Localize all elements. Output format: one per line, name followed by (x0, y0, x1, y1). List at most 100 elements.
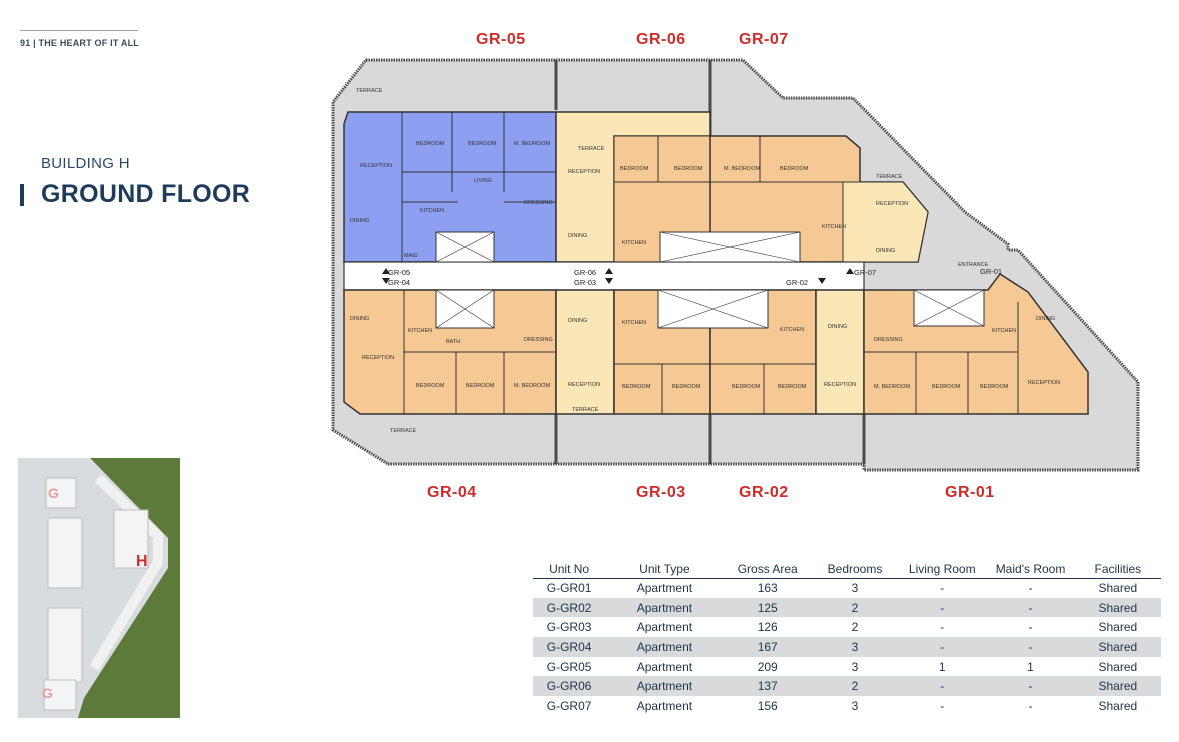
plan-label-maid: MAID (404, 253, 418, 259)
plan-label-m-bedroom: M. BEDROOM (724, 166, 760, 172)
corridor-marker-gr06: GR-06 (574, 268, 596, 277)
unit-tag-gr02: GR-02 (739, 484, 789, 501)
plan-label-bedroom: BEDROOM (468, 141, 497, 147)
site-key-map: H G G (18, 458, 180, 718)
table-cell: Apartment (605, 676, 724, 697)
corridor-marker-gr03: GR-03 (574, 278, 596, 287)
table-cell: G-GR04 (533, 637, 606, 657)
corridor-arrows (382, 268, 854, 284)
plan-label-m-bedroom: M. BEDROOM (514, 141, 550, 147)
unit-gr07-living (842, 181, 929, 263)
plan-label-kitchen: KITCHEN (822, 224, 846, 230)
table-row: G-GR01 Apartment 163 3 - - Shared (533, 578, 1161, 598)
plan-label-dining: DINING (876, 248, 895, 254)
unit-tag-gr07: GR-07 (739, 31, 789, 48)
table-cell: - (898, 597, 987, 618)
table-cell: 2 (851, 620, 859, 635)
table-cell: Shared (1098, 698, 1138, 713)
title-accent-bar (20, 184, 24, 206)
plan-label-reception: RECEPTION (362, 355, 394, 361)
corridor (343, 261, 865, 291)
plan-label-terrace: TERRACE (578, 146, 605, 152)
key-map-road (89, 474, 163, 671)
corridor-marker-gr07: GR-07 (854, 268, 876, 277)
unit-tag-gr04: GR-04 (427, 484, 477, 501)
plan-label-bedroom: BEDROOM (980, 384, 1009, 390)
plan-label-bedroom: BEDROOM (732, 384, 761, 390)
table-cell: - (1028, 581, 1033, 596)
unit-schedule-table: Unit No Unit Type Gross Area Bedrooms Li… (533, 560, 1161, 716)
plan-label-bedroom: BEDROOM (674, 166, 703, 172)
table-cell: Shared (1098, 620, 1138, 635)
plan-label-living: LIVING (474, 178, 492, 184)
table-cell: 3 (851, 581, 859, 596)
plan-label-reception: RECEPTION (824, 382, 856, 388)
table-cell: - (940, 620, 945, 635)
table-cell: - (986, 637, 1075, 657)
table-cell: - (986, 597, 1075, 618)
table-cell: 1 (938, 659, 946, 674)
table-header: Unit Type (605, 560, 724, 579)
plan-label-terrace: TERRACE (876, 174, 903, 180)
table-cell: - (940, 698, 945, 713)
table-header: Bedrooms (811, 560, 899, 579)
plan-label-reception: RECEPTION (1028, 380, 1060, 386)
plan-label-reception: RECEPTION (360, 163, 392, 169)
unit-tag-gr01: GR-01 (945, 484, 995, 501)
table-cell: Apartment (636, 698, 693, 713)
table-header: Facilities (1074, 560, 1161, 579)
plan-label-m-bedroom: M. BEDROOM (874, 384, 910, 390)
table-cell: 2 (811, 597, 899, 618)
table-cell: - (898, 637, 987, 657)
plan-label-dining: DINING (568, 233, 587, 239)
table-cell: G-GR07 (546, 698, 592, 713)
plan-label-kitchen: KITCHEN (780, 327, 804, 333)
plan-label-reception: RECEPTION (568, 382, 600, 388)
table-header: Gross Area (723, 560, 812, 579)
key-map-green (78, 458, 180, 718)
plan-label-dressing: DRESSING (874, 337, 903, 343)
table-cell: Shared (1098, 659, 1138, 674)
table-cell: G-GR01 (546, 581, 592, 596)
plan-label-bedroom: BEDROOM (416, 141, 445, 147)
building-label: BUILDING H (41, 155, 130, 172)
table-row: G-GR07 Apartment 156 3 - - Shared (533, 696, 1161, 716)
table-cell: Shared (1098, 581, 1138, 596)
key-map-building (47, 607, 83, 683)
table-cell: Apartment (605, 597, 724, 618)
floor-title: GROUND FLOOR (41, 180, 251, 208)
plan-label-terrace: TERRACE (390, 428, 417, 434)
internal-walls (401, 112, 1019, 414)
plan-label-bedroom: BEDROOM (672, 384, 701, 390)
table-cell: - (898, 676, 987, 697)
plan-label-dressing: DRESSING (524, 200, 553, 206)
table-cell: - (940, 581, 945, 596)
table-row: G-GR04 Apartment 167 3 - - Shared (533, 637, 1161, 657)
table-row: G-GR02 Apartment 125 2 - - Shared (533, 597, 1161, 618)
table-cell: Apartment (636, 581, 693, 596)
page-reference: 91 | THE HEART OF IT ALL (20, 38, 139, 48)
plan-label-bath: BATH (446, 339, 460, 345)
table-cell: - (1028, 620, 1033, 635)
unit-tag-gr03: GR-03 (636, 484, 686, 501)
key-map-building-h (113, 509, 149, 569)
unit-tag-gr05: GR-05 (476, 31, 526, 48)
table-cell: G-GR06 (533, 676, 606, 697)
table-cell: 156 (757, 698, 778, 713)
table-cell: 137 (723, 676, 812, 697)
plan-label-bedroom: BEDROOM (466, 383, 495, 389)
plan-label-dining: DINING (568, 318, 587, 324)
table-cell: Apartment (636, 659, 693, 674)
unit-tag-gr06: GR-06 (636, 31, 686, 48)
table-cell: 163 (757, 581, 778, 596)
table-cell: Apartment (636, 620, 693, 635)
corridor-marker-gr04: GR-04 (388, 278, 410, 287)
table-row: G-GR03 Apartment 126 2 - - Shared (533, 617, 1161, 637)
key-map-label-h: H (136, 553, 148, 570)
key-map-building (47, 517, 83, 589)
corridor-marker-gr05: GR-05 (388, 268, 410, 277)
key-map-label-g: G (42, 685, 53, 701)
plan-label-dining: DINING (350, 316, 369, 322)
table-cell: Shared (1074, 676, 1161, 697)
table-cell: 126 (757, 620, 778, 635)
